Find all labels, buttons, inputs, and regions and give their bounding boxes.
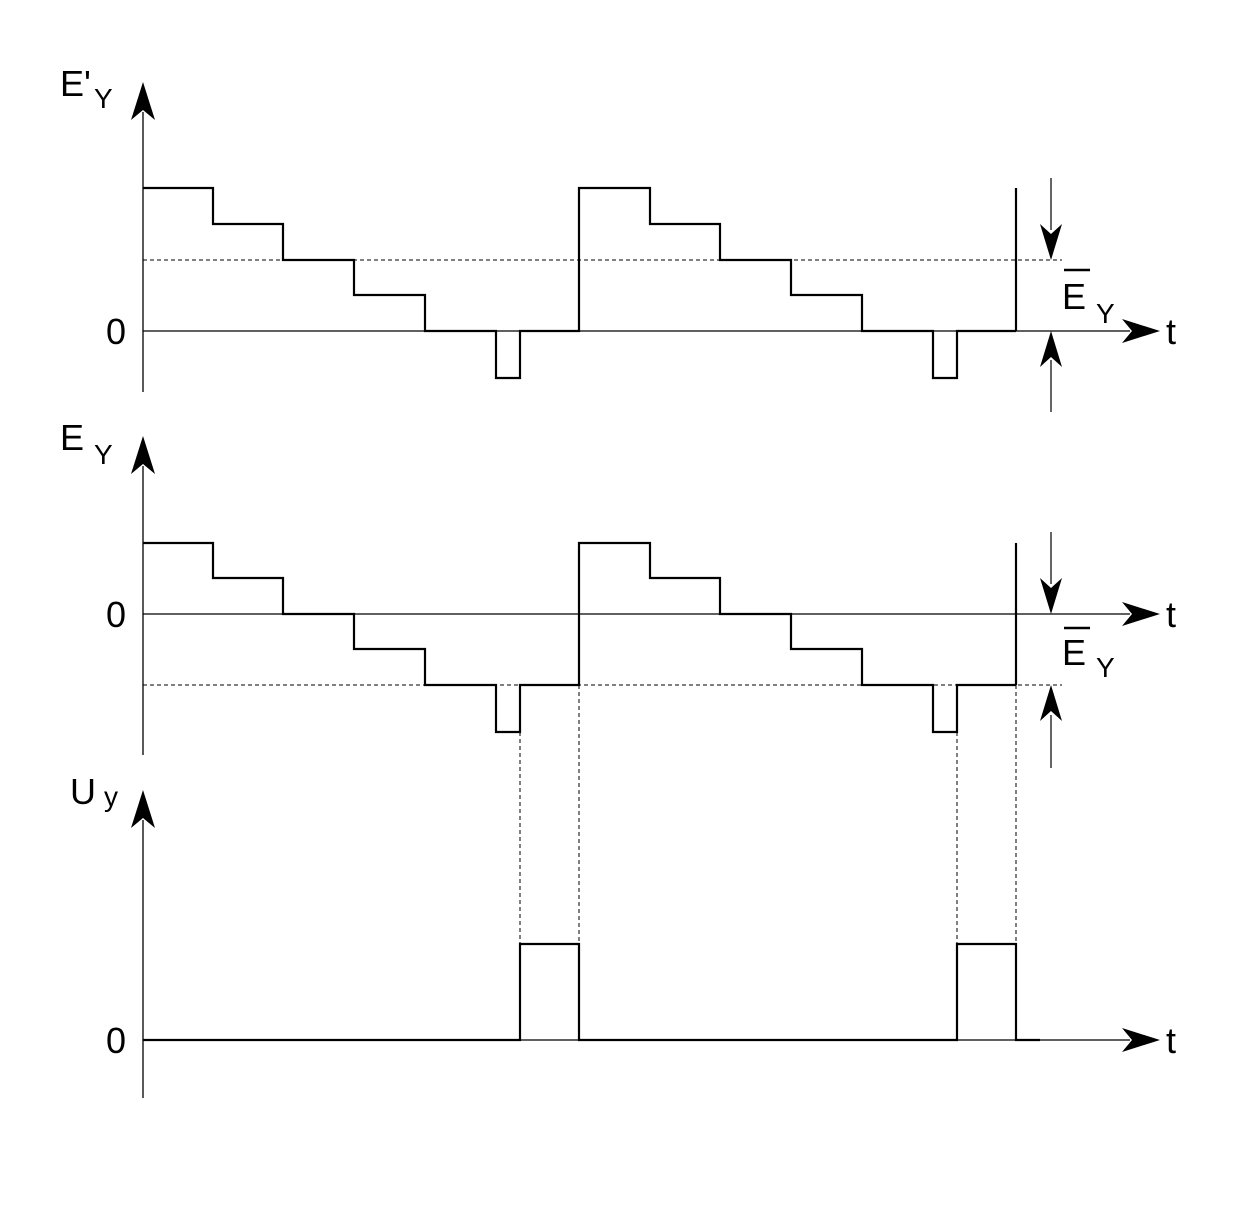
panel-1-mean-label-subscript: Y bbox=[1096, 298, 1115, 329]
panel-1-zero-label: 0 bbox=[106, 311, 126, 352]
panel-2-y-axis-arrow-icon bbox=[131, 436, 155, 474]
panel-1-mean-label: E bbox=[1062, 276, 1086, 317]
panel-3-time-label: t bbox=[1166, 1020, 1176, 1061]
panel-2-mean-label: E bbox=[1062, 632, 1086, 673]
panel-3-axis-label: U bbox=[70, 771, 96, 812]
panel-2-zero-label: 0 bbox=[106, 594, 126, 635]
panel-1-y-axis-arrow-icon bbox=[131, 82, 155, 120]
panel-2-dimension-up-arrow-icon bbox=[1040, 685, 1062, 721]
panel-2-time-axis-arrow-icon bbox=[1122, 602, 1160, 626]
panel-1-axis-label-subscript: Y bbox=[94, 83, 113, 114]
panel-2: E Y 0 t E Y bbox=[60, 417, 1176, 768]
panel-3: U y 0 t bbox=[70, 771, 1176, 1098]
panel-3-waveform bbox=[143, 942, 1040, 1042]
panel-1-dimension-down-arrow-icon bbox=[1040, 224, 1062, 260]
panel-2-dimension-down-arrow-icon bbox=[1040, 578, 1062, 614]
projection-lines bbox=[519, 685, 1017, 944]
panel-3-time-axis-arrow-icon bbox=[1122, 1028, 1160, 1052]
panel-2-time-label: t bbox=[1166, 594, 1176, 635]
panel-1: E' Y 0 t E Y bbox=[60, 63, 1176, 412]
panel-3-zero-label: 0 bbox=[106, 1020, 126, 1061]
panel-3-axis-label-subscript: y bbox=[104, 781, 118, 812]
panel-2-axis-label: E bbox=[60, 417, 84, 458]
panel-2-waveform bbox=[143, 541, 1016, 734]
panel-2-axis-label-subscript: Y bbox=[94, 439, 113, 470]
panel-2-mean-label-subscript: Y bbox=[1096, 652, 1115, 683]
panel-1-time-axis-arrow-icon bbox=[1122, 319, 1160, 343]
panel-1-axis-label: E' bbox=[60, 63, 91, 104]
panel-1-time-label: t bbox=[1166, 311, 1176, 352]
panel-1-dimension-up-arrow-icon bbox=[1040, 331, 1062, 367]
panel-3-y-axis-arrow-icon bbox=[131, 790, 155, 828]
panel-1-waveform bbox=[143, 186, 1016, 380]
